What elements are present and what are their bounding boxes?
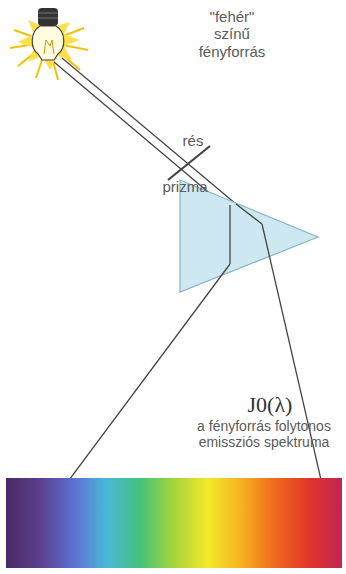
light-bulb: [32, 8, 64, 60]
prism-label: prizma: [150, 178, 220, 195]
refracted-beam: [236, 204, 262, 224]
spectrum-band: [6, 478, 342, 568]
light-beam: [54, 58, 236, 207]
spectrum-caption: a fényforrás folytonos emissziós spektru…: [186, 418, 342, 450]
slit-label: rés: [168, 132, 218, 149]
refracted-beam: [229, 205, 230, 264]
intensity-symbol: J0(λ): [220, 392, 320, 417]
prism: [180, 180, 318, 292]
source-label: "fehér" színű fényforrás: [190, 8, 274, 60]
slit: [168, 146, 210, 180]
